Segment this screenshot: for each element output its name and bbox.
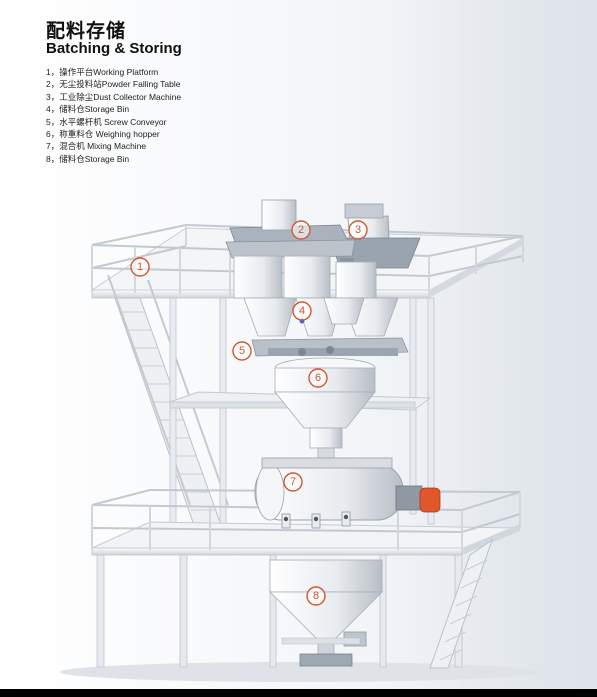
callout-marker-6: 6 bbox=[308, 368, 328, 388]
callout-label-4: 4 bbox=[299, 305, 305, 317]
page-title-chinese: 配料存储 bbox=[46, 21, 127, 42]
legend-item-powder-falling-table: 2，无尘投料站Powder Falling Table bbox=[46, 79, 181, 90]
callout-marker-1: 1 bbox=[130, 257, 150, 277]
component-legend: 1，操作平台Working Platform 2，无尘投料站Powder Fal… bbox=[46, 66, 181, 165]
legend-item-working-platform: 1，操作平台Working Platform bbox=[46, 67, 159, 77]
callout-marker-7: 7 bbox=[283, 472, 303, 492]
callout-marker-3: 3 bbox=[348, 220, 368, 240]
mixing-machine bbox=[254, 457, 441, 529]
callout-label-2: 2 bbox=[298, 224, 304, 236]
legend-item-storage-bin: 4，储料仓Storage Bin bbox=[46, 104, 130, 115]
callout-marker-5: 5 bbox=[232, 341, 252, 361]
powder-falling-table bbox=[225, 199, 356, 259]
callout-label-8: 8 bbox=[313, 590, 319, 602]
legend-item-mixing-machine: 7，混合机 Mixing Machine bbox=[46, 141, 147, 152]
page-title-english: Batching & Storing bbox=[46, 40, 182, 57]
callout-label-3: 3 bbox=[355, 224, 361, 236]
lower-storage-bin bbox=[269, 559, 383, 667]
legend-item-dust-collector: 3，工业除尘Dust Collector Machine bbox=[46, 91, 182, 102]
legend-item-screw-conveyor: 5，水平螺杆机 Screw Conveyor bbox=[46, 116, 167, 127]
weighing-hopper bbox=[274, 357, 376, 469]
legend-item-weighing-hopper: 6，称重料仓 Weighing hopper bbox=[46, 129, 160, 140]
callout-label-6: 6 bbox=[315, 372, 321, 384]
legend-item-storage-bin-lower: 8，储料仓Storage Bin bbox=[46, 153, 130, 164]
bottom-border-bar bbox=[0, 689, 597, 697]
screw-conveyor bbox=[251, 337, 409, 357]
callout-label-7: 7 bbox=[290, 476, 296, 488]
callout-label-1: 1 bbox=[137, 261, 143, 273]
callout-marker-2: 2 bbox=[291, 220, 311, 240]
callout-marker-4: 4 bbox=[292, 301, 312, 321]
upper-storage-bins bbox=[233, 255, 399, 337]
callout-marker-8: 8 bbox=[306, 586, 326, 606]
lower-staircase bbox=[429, 538, 493, 669]
callout-label-5: 5 bbox=[239, 345, 245, 357]
